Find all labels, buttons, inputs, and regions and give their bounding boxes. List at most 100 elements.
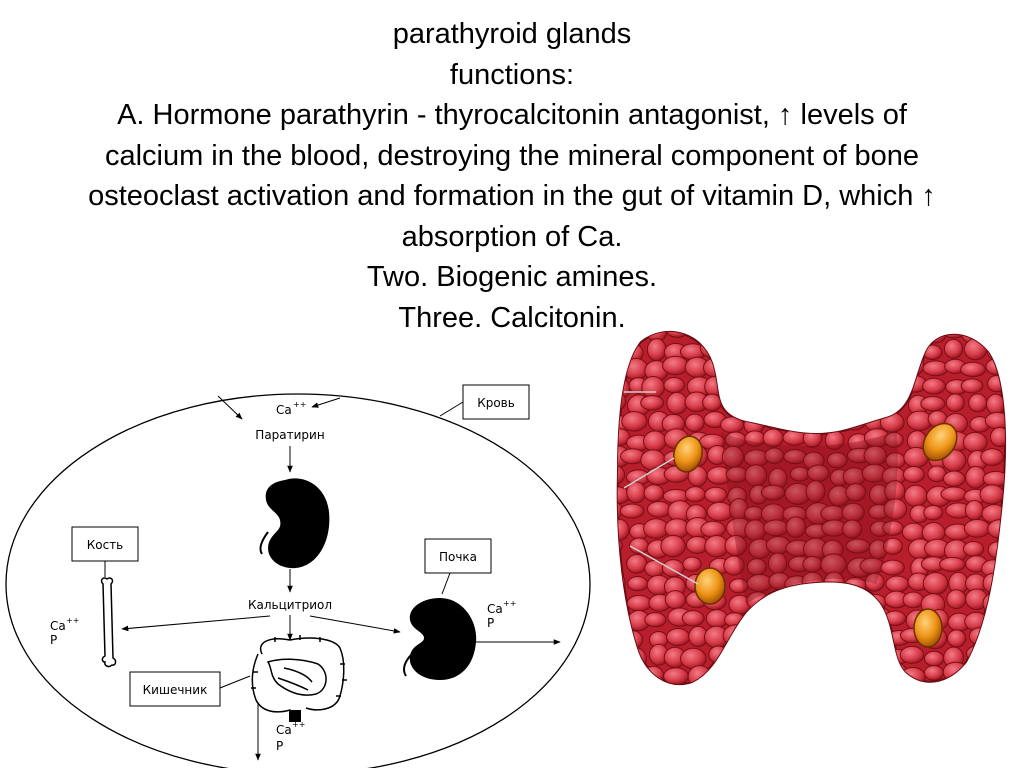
thyroid-lobule: [743, 339, 764, 355]
thyroid-lobule: [684, 413, 705, 433]
kidney-ca-charge: ++: [503, 599, 516, 608]
thyroid-lobule: [790, 359, 810, 378]
thyroid-lobule: [744, 609, 770, 628]
thyroid-lobule: [802, 340, 823, 358]
bone-ca-label: Ca: [50, 619, 66, 633]
thyroid-lobule: [1004, 409, 1006, 432]
thyroid-lobule: [719, 664, 746, 680]
intestine-icon: [251, 635, 347, 723]
thyroid-lobule: [802, 428, 823, 448]
thyroid-lobule: [884, 356, 907, 377]
thyroid-lobule: [617, 631, 630, 648]
thyroid-lobule: [882, 537, 903, 555]
thyroid-lobule: [922, 377, 946, 395]
bone-p-label: P: [50, 633, 57, 647]
bone-icon: [100, 577, 117, 668]
thyroid-lobule: [660, 534, 686, 558]
thyroid-lobule: [824, 417, 844, 433]
thyroid-lobule: [643, 430, 667, 452]
thyroid-lobule: [726, 341, 748, 364]
thyroid-lobule: [784, 606, 804, 629]
title-line-3: A. Hormone parathyrin - thyrocalcitonin …: [117, 99, 907, 131]
thyroid-lobule: [886, 378, 911, 395]
rectum-mark: [289, 710, 301, 722]
thyroid-lobule: [617, 518, 630, 541]
thyroid-lobule: [1006, 322, 1016, 338]
thyroid-lobule: [845, 483, 867, 502]
thyroid-lobule: [988, 625, 1006, 645]
thyroid-lobule: [787, 377, 807, 394]
thyroid-lobule: [643, 484, 665, 502]
thyroid-lobule: [883, 498, 908, 520]
thyroid-lobule: [662, 355, 689, 376]
thyroid-lobule: [803, 358, 824, 380]
thyroid-lobule: [643, 665, 664, 685]
thyroid-lobule: [825, 648, 847, 667]
thyroid-lobule: [908, 331, 931, 341]
thyroid-lobule: [1007, 557, 1016, 573]
thyroid-lobule: [946, 589, 967, 610]
thyroid-lobule: [621, 411, 648, 432]
arrow-icon: [309, 615, 401, 634]
thyroid-lobule: [681, 610, 705, 627]
thyroid-lobule: [987, 613, 1006, 629]
thyroid-lobule: [842, 645, 867, 662]
thyroid-lobule: [619, 503, 645, 519]
thyroid-lobule: [805, 480, 826, 503]
title-line-5: osteoclast activation and formation in t…: [88, 180, 936, 212]
thyroid-gland-illustration: [616, 322, 1016, 685]
kidney-icon: [409, 598, 477, 680]
title-line-8: Three. Calcitonin.: [398, 301, 626, 334]
thyroid-lobule: [1004, 667, 1006, 684]
thyroid-lobule: [802, 377, 828, 400]
thyroid-lobule: [862, 630, 888, 650]
thyroid-lobule: [943, 338, 964, 359]
thyroid-lobule: [1009, 499, 1016, 520]
thyroid-lobule: [617, 389, 627, 413]
title-line-4: calcium in the blood, destroying the min…: [104, 139, 920, 172]
bone-ca-charge: ++: [66, 616, 79, 625]
thyroid-lobule: [1007, 595, 1016, 614]
thyroid-lobule: [1003, 573, 1006, 595]
thyroid-lobule: [980, 663, 1004, 681]
thyroid-lobule: [684, 486, 706, 503]
parathyroid-gland: [913, 608, 943, 648]
thyroid-lobule: [762, 393, 783, 411]
thyroid-lobule: [800, 625, 827, 646]
thyroid-lobule: [826, 610, 853, 629]
thyroid-lobule: [963, 338, 988, 361]
thyroid-lobule: [824, 663, 846, 683]
parathyroid-gland: [672, 435, 704, 473]
thyroid-lobule: [810, 611, 830, 627]
thyroid-lobule: [962, 431, 988, 453]
thyroid-lobule: [769, 606, 790, 628]
thyroid-lobule: [1010, 436, 1016, 450]
title-line-2: functions:: [449, 58, 575, 91]
thyroid-lobule: [826, 593, 854, 610]
thyroid-lobule: [824, 380, 847, 397]
thyroid-lobule: [704, 376, 725, 397]
thyroid-lobule: [646, 338, 667, 362]
thyroid-lobule: [719, 331, 747, 340]
thyroid-lobule: [786, 331, 807, 342]
thyroid-lobule: [923, 665, 944, 681]
thyroid-lobule: [617, 377, 631, 400]
thyroid-lobule: [1000, 609, 1006, 628]
thyroid-lobule: [627, 576, 649, 592]
thyroid-lobule: [708, 645, 729, 664]
thyroid-lobule: [807, 410, 827, 428]
isthmus-shading: [721, 430, 898, 604]
thyroid-lobule: [844, 595, 871, 613]
thyroid-lobule: [1009, 650, 1016, 668]
thyroid-lobule: [866, 338, 886, 361]
thyroid-lobule: [843, 393, 869, 412]
thyroid-lobule: [828, 394, 851, 416]
parathyroid-gland: [694, 567, 726, 605]
thyroid-lobule: [806, 646, 827, 669]
thyroid-lobule: [617, 590, 624, 610]
thyroid-lobule: [920, 395, 946, 412]
thyroid-lobule: [746, 397, 767, 416]
blood-ca-charge: ++: [293, 400, 306, 409]
thyroid-lobule: [743, 331, 768, 341]
kidney-icon: [265, 478, 330, 569]
